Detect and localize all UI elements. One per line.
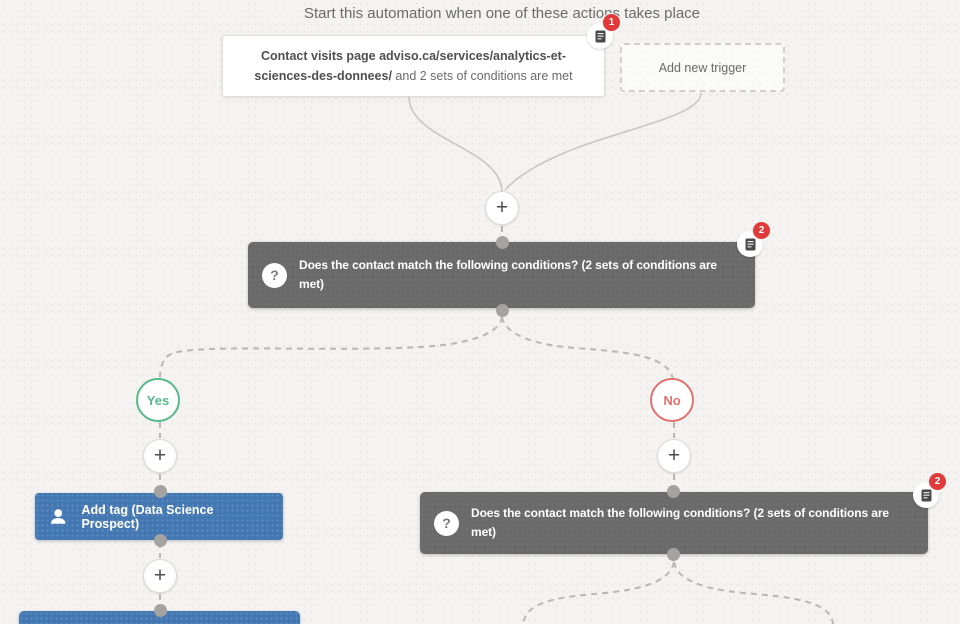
- plus-icon: +: [495, 195, 509, 219]
- yes-text: Yes: [146, 392, 170, 408]
- trigger-node-text: Contact visits page adviso.ca/services/a…: [237, 46, 590, 87]
- notes-icon: [737, 231, 763, 257]
- question-mark-icon: ?: [262, 262, 287, 288]
- connector-dot: [154, 485, 167, 498]
- branch-yes-label: Yes: [136, 378, 180, 422]
- trigger-node-text-regular: and 2 sets of conditions are met: [391, 69, 573, 83]
- add-tag-label: Add tag (Data Science Prospect): [81, 502, 214, 531]
- trigger-node-text-bold: Contact visits page adviso.ca/services/a…: [254, 48, 566, 83]
- trigger-node[interactable]: Contact visits page adviso.ca/services/a…: [222, 35, 605, 97]
- condition-node-top[interactable]: ? Does the contact match the following c…: [248, 242, 755, 308]
- add-action-button-top[interactable]: +: [485, 191, 519, 225]
- add-new-trigger-label: Add new trigger: [658, 60, 747, 75]
- add-action-button-after-add-tag[interactable]: +: [143, 559, 177, 593]
- person-icon: [50, 509, 66, 524]
- add-action-button-yes-branch[interactable]: +: [143, 439, 177, 473]
- next-action-node-partial[interactable]: [19, 611, 300, 624]
- automation-header-title: Start this automation when one of these …: [303, 5, 701, 22]
- connector-dot: [667, 485, 680, 498]
- connector-dot: [496, 304, 509, 317]
- connector-dot: [667, 548, 680, 561]
- plus-icon: +: [153, 563, 167, 587]
- plus-icon: +: [153, 443, 167, 467]
- notes-count-badge: 1: [602, 13, 621, 32]
- add-new-trigger-button[interactable]: Add new trigger: [620, 43, 785, 92]
- branch-no-label: No: [650, 378, 694, 422]
- notes-count-badge: 2: [928, 472, 947, 491]
- no-text: No: [663, 392, 681, 408]
- question-mark-icon: ?: [434, 510, 459, 536]
- connector-dot: [496, 236, 509, 249]
- notes-count-badge: 2: [752, 221, 771, 240]
- trigger-notes-badge[interactable]: 1: [587, 13, 621, 49]
- condition-node-text: Does the contact match the following con…: [471, 505, 889, 539]
- condition-node-text: Does the contact match the following con…: [299, 257, 717, 291]
- connector-dot: [154, 534, 167, 547]
- plus-icon: +: [667, 443, 681, 467]
- condition-right-notes-badge[interactable]: 2: [913, 472, 947, 508]
- condition-top-notes-badge[interactable]: 2: [737, 221, 771, 257]
- add-action-button-no-branch[interactable]: +: [657, 439, 691, 473]
- add-tag-action-node[interactable]: Add tag (Data Science Prospect): [35, 493, 283, 540]
- connector-dot: [154, 604, 167, 617]
- condition-node-right[interactable]: ? Does the contact match the following c…: [420, 492, 928, 554]
